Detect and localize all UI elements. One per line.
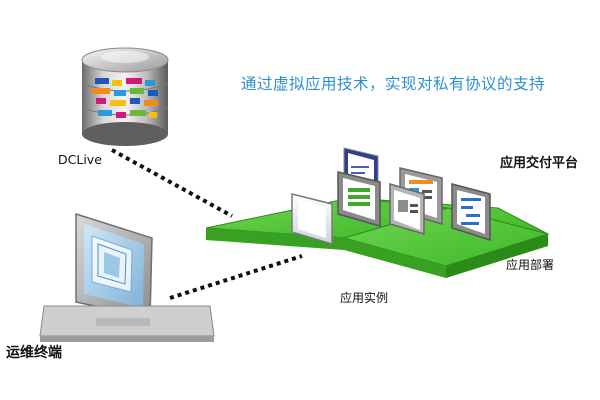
app-window-icon xyxy=(291,193,333,246)
terminal-label: 运维终端 xyxy=(6,345,62,361)
app-window-icon xyxy=(389,182,425,236)
terminal-connector xyxy=(169,254,303,300)
deployment-label: 应用部署 xyxy=(506,258,555,272)
platform-label: 应用交付平台 xyxy=(500,156,579,171)
app-window-icon xyxy=(451,183,491,242)
database-label: DCLive xyxy=(58,152,102,167)
laptop-terminal-icon xyxy=(39,212,215,342)
instance-label: 应用实例 xyxy=(340,291,389,305)
headline: 通过虚拟应用技术，实现对私有协议的支持 xyxy=(241,75,546,93)
app-window-icon xyxy=(337,171,381,227)
database-cylinder-icon xyxy=(81,47,169,146)
db-connector xyxy=(111,148,233,218)
